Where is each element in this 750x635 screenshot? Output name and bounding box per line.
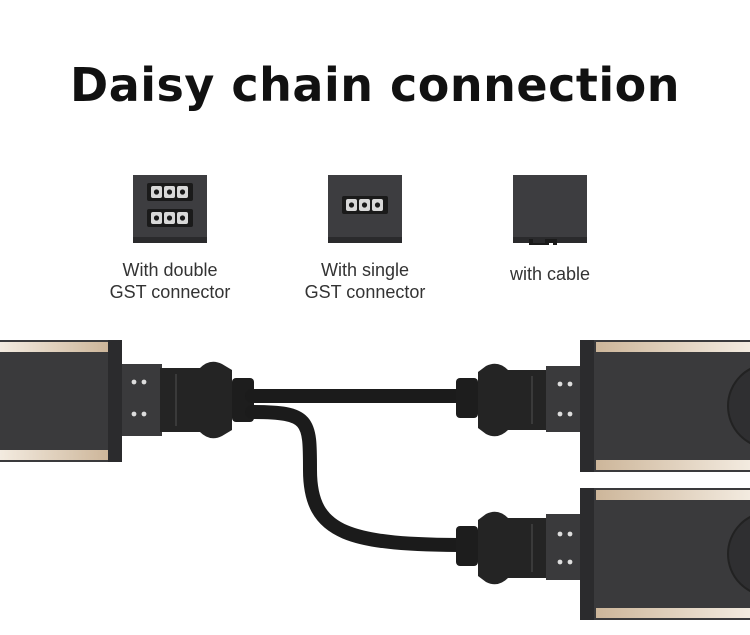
single-gst-connector-icon (328, 175, 402, 243)
option-double-gst: With double GST connector (80, 175, 260, 303)
right-top-gst-plug (456, 363, 548, 437)
option-caption: With single GST connector (275, 259, 455, 303)
caption-line-1: With double (122, 260, 218, 280)
caption-line-2: GST connector (109, 282, 231, 302)
caption-line-1: with cable (509, 264, 591, 284)
option-caption: With double GST connector (80, 259, 260, 303)
option-single-gst: With single GST connector (275, 175, 455, 303)
left-gst-plug (160, 361, 254, 439)
option-with-cable: with cable (460, 175, 640, 285)
page-title: Daisy chain connection (70, 58, 680, 112)
right-bottom-gst-plug (456, 511, 548, 585)
cable-outlet-icon (513, 175, 587, 245)
right-top-power-unit (546, 340, 750, 472)
caption-line-1: With single (320, 260, 410, 280)
double-gst-connector-icon (133, 175, 207, 243)
cable-splitter (245, 389, 477, 552)
right-bottom-power-unit (546, 488, 750, 620)
left-power-unit (0, 340, 162, 462)
option-caption: with cable (460, 263, 640, 285)
caption-line-2: GST connector (304, 282, 426, 302)
daisy-chain-illustration (0, 340, 750, 620)
